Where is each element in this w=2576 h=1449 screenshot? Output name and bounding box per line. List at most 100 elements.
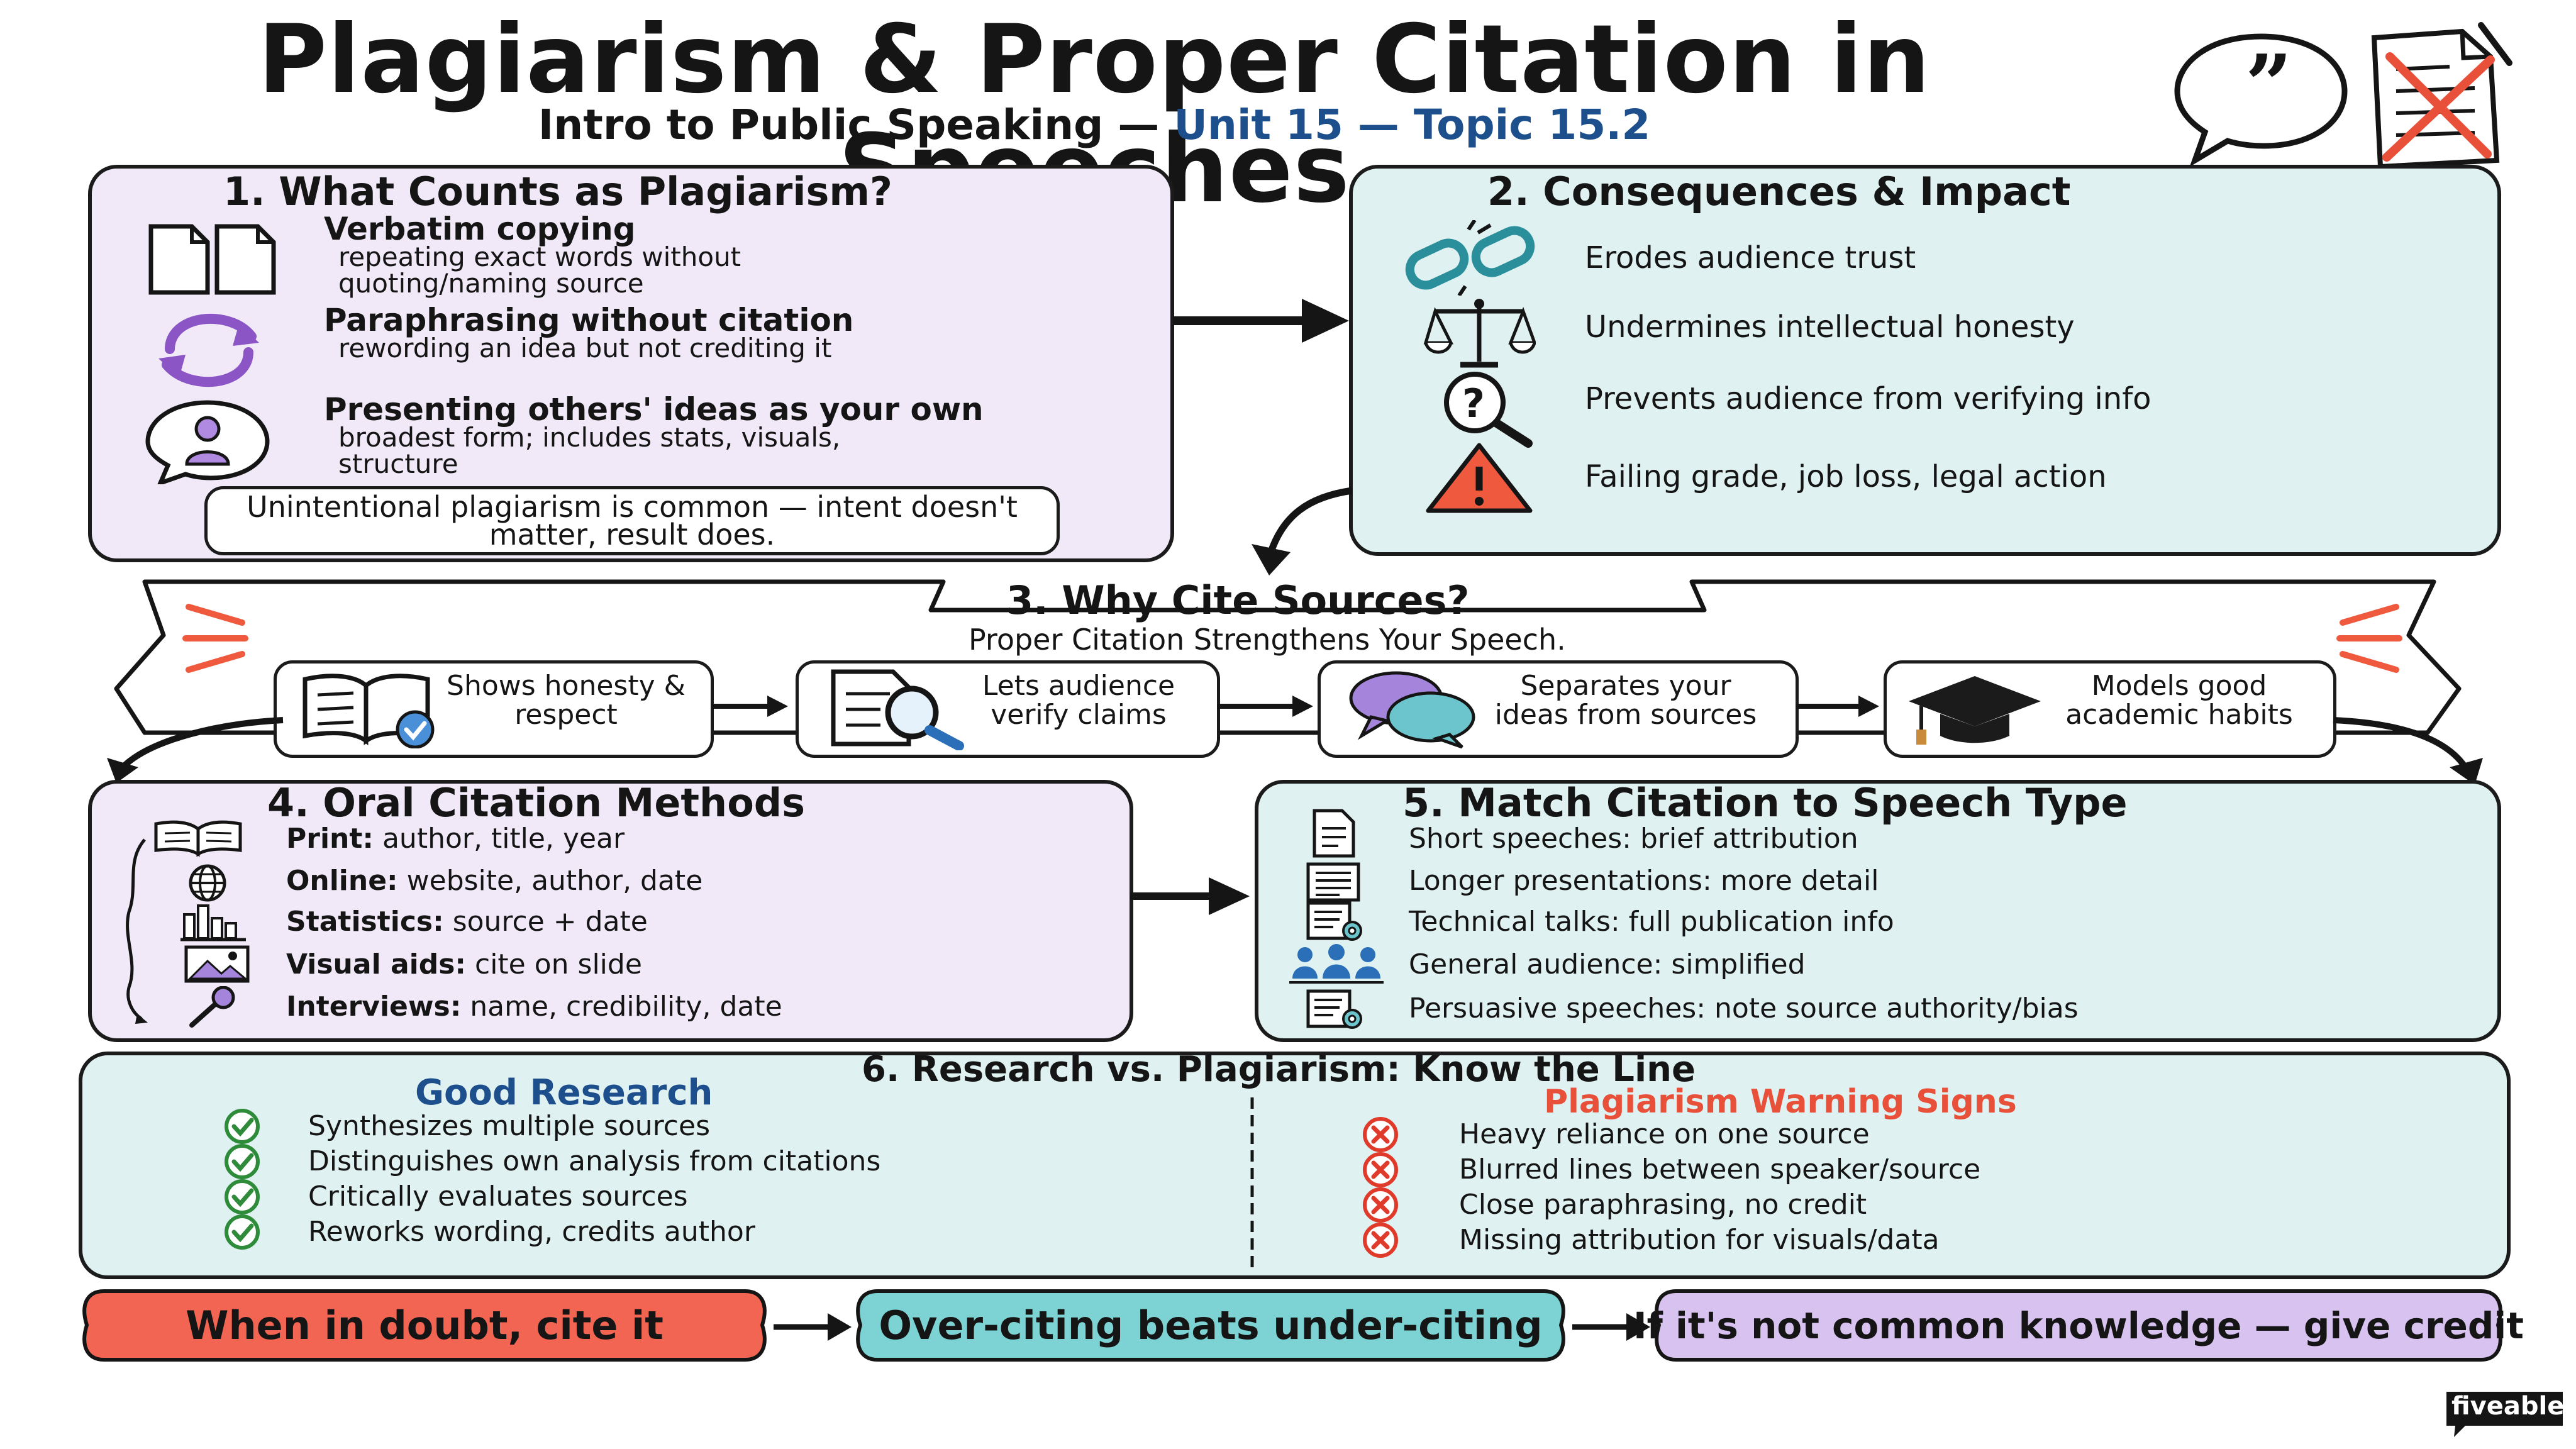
- check-icon: [225, 1144, 260, 1179]
- subtitle-unit: Unit 15 — Topic 15.2: [1174, 101, 1651, 149]
- section6-title: 6. Research vs. Plagiarism: Know the Lin…: [862, 1049, 1696, 1090]
- s4-item2-label: Online:: [286, 865, 398, 897]
- s1-item2-desc: rewording an idea but not crediting it: [338, 333, 832, 364]
- svg-text:?: ?: [1462, 380, 1485, 426]
- s4-item3-text: source + date: [443, 906, 648, 938]
- s2-item2: Undermines intellectual honesty: [1585, 309, 2075, 345]
- graduation-cap-icon: [1909, 676, 2041, 745]
- arrow-pill2-to-pill3: [1572, 1313, 1650, 1341]
- good-research-title: Good Research: [415, 1072, 713, 1113]
- good-research-item: Reworks wording, credits author: [308, 1216, 755, 1248]
- s4-item1-label: Print:: [286, 823, 374, 855]
- s4-item2-text: website, author, date: [397, 865, 703, 897]
- fiveable-logo-badge: [2446, 1392, 2563, 1437]
- arrow-banner-to-s4: [107, 717, 284, 783]
- image-icon: [184, 945, 250, 983]
- documents-icon: [148, 224, 276, 295]
- warning-sign-item: Blurred lines between speaker/source: [1459, 1153, 1981, 1185]
- pill-when-in-doubt-text-box: When in doubt, cite it: [75, 1286, 774, 1365]
- s2-item3: Prevents audience from verifying info: [1585, 381, 2151, 416]
- arrow-step1-to-step2: [711, 696, 788, 717]
- s4-item4-label: Visual aids:: [286, 948, 467, 980]
- fiveable-logo-text: fiveable: [2451, 1392, 2565, 1421]
- x-mark-icon: [1363, 1187, 1398, 1223]
- pill-over-citing-text: Over-citing beats under-citing: [879, 1302, 1543, 1348]
- s3-step3-text: Separates your ideas from sources: [1494, 670, 1757, 731]
- quote-bubble-icon: ”: [2174, 33, 2348, 167]
- pill-over-citing: [856, 1289, 1565, 1362]
- short-document-icon: [1313, 809, 1355, 858]
- arrow-step3-to-step4: [1796, 696, 1879, 717]
- audience-icon: [1289, 944, 1384, 984]
- s4-item5-text: name, credibility, date: [461, 991, 782, 1023]
- svg-text:”: ”: [2245, 36, 2292, 133]
- x-mark-icon: [1363, 1223, 1398, 1258]
- crossed-paper-icon: [2371, 22, 2512, 170]
- arrow-pill1-to-pill2: [774, 1313, 852, 1341]
- arrow-s1-to-s2: [1173, 299, 1349, 343]
- pill-give-credit: [1655, 1289, 2502, 1362]
- section2-title: 2. Consequences & Impact: [1487, 169, 2071, 214]
- check-icon: [225, 1214, 260, 1250]
- section1-title: 1. What Counts as Plagiarism?: [223, 169, 892, 214]
- question-magnifier-icon: ?: [1444, 372, 1533, 448]
- s3-step1-text: Shows honesty & respect: [447, 670, 686, 731]
- good-research-item: Synthesizes multiple sources: [308, 1110, 710, 1142]
- s3-step4-text: Models good academic habits: [2065, 670, 2293, 731]
- warning-sign-item: Missing attribution for visuals/data: [1459, 1224, 1940, 1256]
- section3-subtitle: Proper Citation Strengthens Your Speech.: [969, 623, 1566, 657]
- section-consequences: [1349, 165, 2501, 556]
- s4-item3-label: Statistics:: [286, 906, 444, 938]
- check-icon: [225, 1109, 260, 1144]
- s4-item4: Visual aids: cite on slide: [286, 948, 642, 980]
- s2-item1: Erodes audience trust: [1585, 240, 1916, 275]
- pill-over-citing-text-box: Over-citing beats under-citing: [849, 1286, 1572, 1365]
- s4-item1-text: author, title, year: [373, 823, 625, 855]
- s5-item4: General audience: simplified: [1409, 948, 1806, 980]
- scales-icon: [1423, 299, 1536, 368]
- s1-item2-head: Paraphrasing without citation: [324, 302, 854, 338]
- x-mark-icon: [1363, 1152, 1398, 1187]
- s4-item2: Online: website, author, date: [286, 865, 702, 897]
- person-speech-icon: [145, 400, 270, 484]
- section-oral-citation: [88, 780, 1133, 1042]
- s3-step2-text: Lets audience verify claims: [982, 670, 1175, 731]
- burst-lines-left-icon: [182, 604, 248, 673]
- arrow-s4-to-s5: [1130, 877, 1250, 915]
- warning-icon: [1426, 443, 1533, 513]
- open-book-icon: [154, 820, 242, 857]
- timeline-brace: [126, 838, 148, 1024]
- s2-item4: Failing grade, job loss, legal action: [1585, 459, 2107, 494]
- section-match-citation: [1255, 780, 2501, 1042]
- section5-title: 5. Match Citation to Speech Type: [1402, 780, 2128, 826]
- check-icon: [225, 1179, 260, 1214]
- s4-item4-text: cite on slide: [466, 948, 642, 980]
- document-gear-icon: [1306, 901, 1362, 941]
- document-gear-icon: [1306, 989, 1362, 1029]
- s5-item1: Short speeches: brief attribution: [1409, 823, 1858, 855]
- pill-give-credit-text: If it's not common knowledge — give cred…: [1633, 1304, 2524, 1347]
- s5-item2: Longer presentations: more detail: [1409, 865, 1879, 897]
- warning-sign-item: Heavy reliance on one source: [1459, 1118, 1870, 1150]
- warning-signs-title: Plagiarism Warning Signs: [1544, 1083, 2017, 1121]
- bar-chart-icon: [180, 904, 246, 941]
- good-research-item: Distinguishes own analysis from citation…: [308, 1145, 881, 1177]
- page-subtitle: Intro to Public Speaking — Unit 15 — Top…: [0, 101, 2189, 149]
- divider-dashed-line: [1250, 1097, 1254, 1270]
- s1-note-box: Unintentional plagiarism is common — int…: [204, 486, 1060, 555]
- s1-item1-desc: repeating exact words without quoting/na…: [338, 242, 741, 299]
- long-document-icon: [1306, 862, 1360, 902]
- globe-icon: [189, 864, 226, 902]
- warning-sign-item: Close paraphrasing, no credit: [1459, 1189, 1867, 1221]
- burst-lines-right-icon: [2336, 604, 2402, 673]
- good-research-item: Critically evaluates sources: [308, 1180, 688, 1213]
- speech-bubbles-icon: [1349, 671, 1475, 748]
- arrow-s2-to-s3: [1252, 487, 1353, 575]
- pill-give-credit-text-box: If it's not common knowledge — give cred…: [1633, 1286, 2524, 1365]
- s5-item5: Persuasive speeches: note source authori…: [1409, 992, 2079, 1024]
- book-check-icon: [303, 674, 435, 748]
- document-magnifier-icon: [831, 669, 964, 750]
- microphone-icon: [189, 986, 235, 1028]
- s4-item1: Print: author, title, year: [286, 823, 625, 855]
- cycle-arrows-icon: [158, 313, 259, 387]
